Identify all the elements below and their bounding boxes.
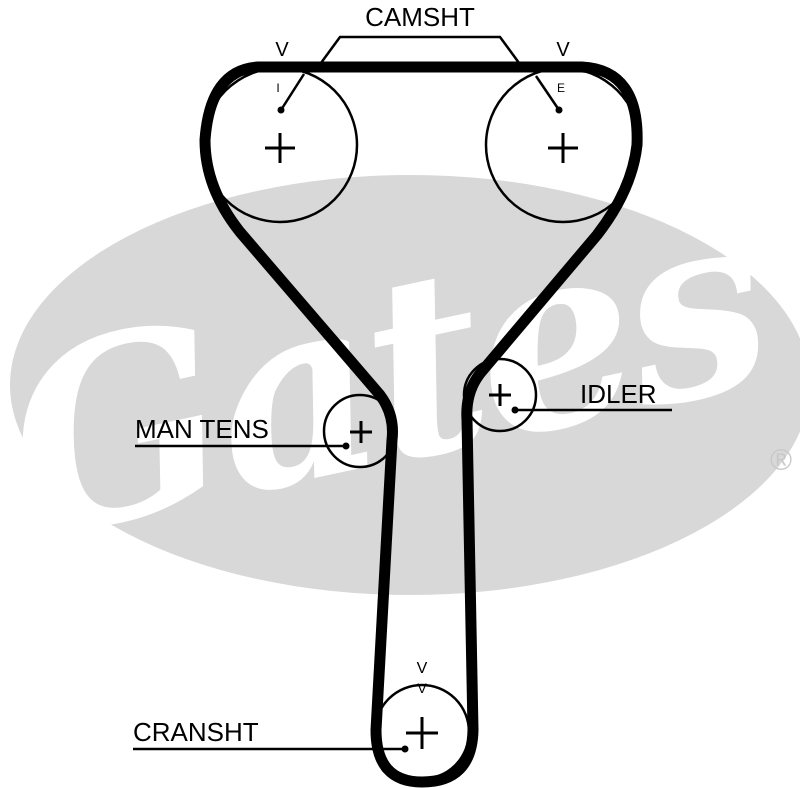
component-labels: CAMSHT MAN TENS IDLER CRANSHT	[133, 2, 657, 747]
cransht-label: CRANSHT	[133, 717, 259, 747]
idler-dot	[511, 406, 519, 414]
left-cam-mark-line	[279, 73, 306, 111]
pulley-centres	[265, 133, 578, 749]
camshaft-bracket	[316, 35, 524, 68]
leader-dots	[277, 106, 563, 753]
idler-label: IDLER	[580, 379, 657, 409]
left-cam-centre-cross	[265, 133, 295, 163]
man-tens-label: MAN TENS	[135, 414, 269, 444]
idler-centre-cross	[489, 384, 511, 406]
camshaft-label: CAMSHT	[365, 2, 475, 32]
left-cam-mark-dot	[277, 106, 285, 114]
leader-lines	[133, 35, 672, 751]
left-cam-intake-letter: I	[276, 81, 279, 95]
right-cam-arrow-mark: V	[556, 39, 570, 61]
right-cam-centre-cross	[548, 133, 578, 163]
registered-mark: ®	[770, 444, 792, 477]
timing-belt	[199, 61, 643, 788]
brand-watermark: Gates ®	[0, 150, 800, 596]
crank-arrow-mark-lower: V	[417, 680, 427, 696]
right-cam-mark-dot	[555, 106, 563, 114]
crank-centre-cross	[406, 717, 438, 749]
tensioner-dot	[342, 442, 350, 450]
left-cam-arrow-mark: V	[275, 39, 289, 61]
timing-marks: V I V E V V	[275, 39, 570, 696]
crank-dot	[401, 745, 409, 753]
right-cam-exhaust-letter: E	[557, 81, 565, 95]
watermark-ellipse	[10, 175, 800, 595]
crank-arrow-mark: V	[417, 660, 428, 677]
tensioner-centre-cross	[350, 421, 372, 443]
right-cam-mark-line	[534, 75, 561, 111]
